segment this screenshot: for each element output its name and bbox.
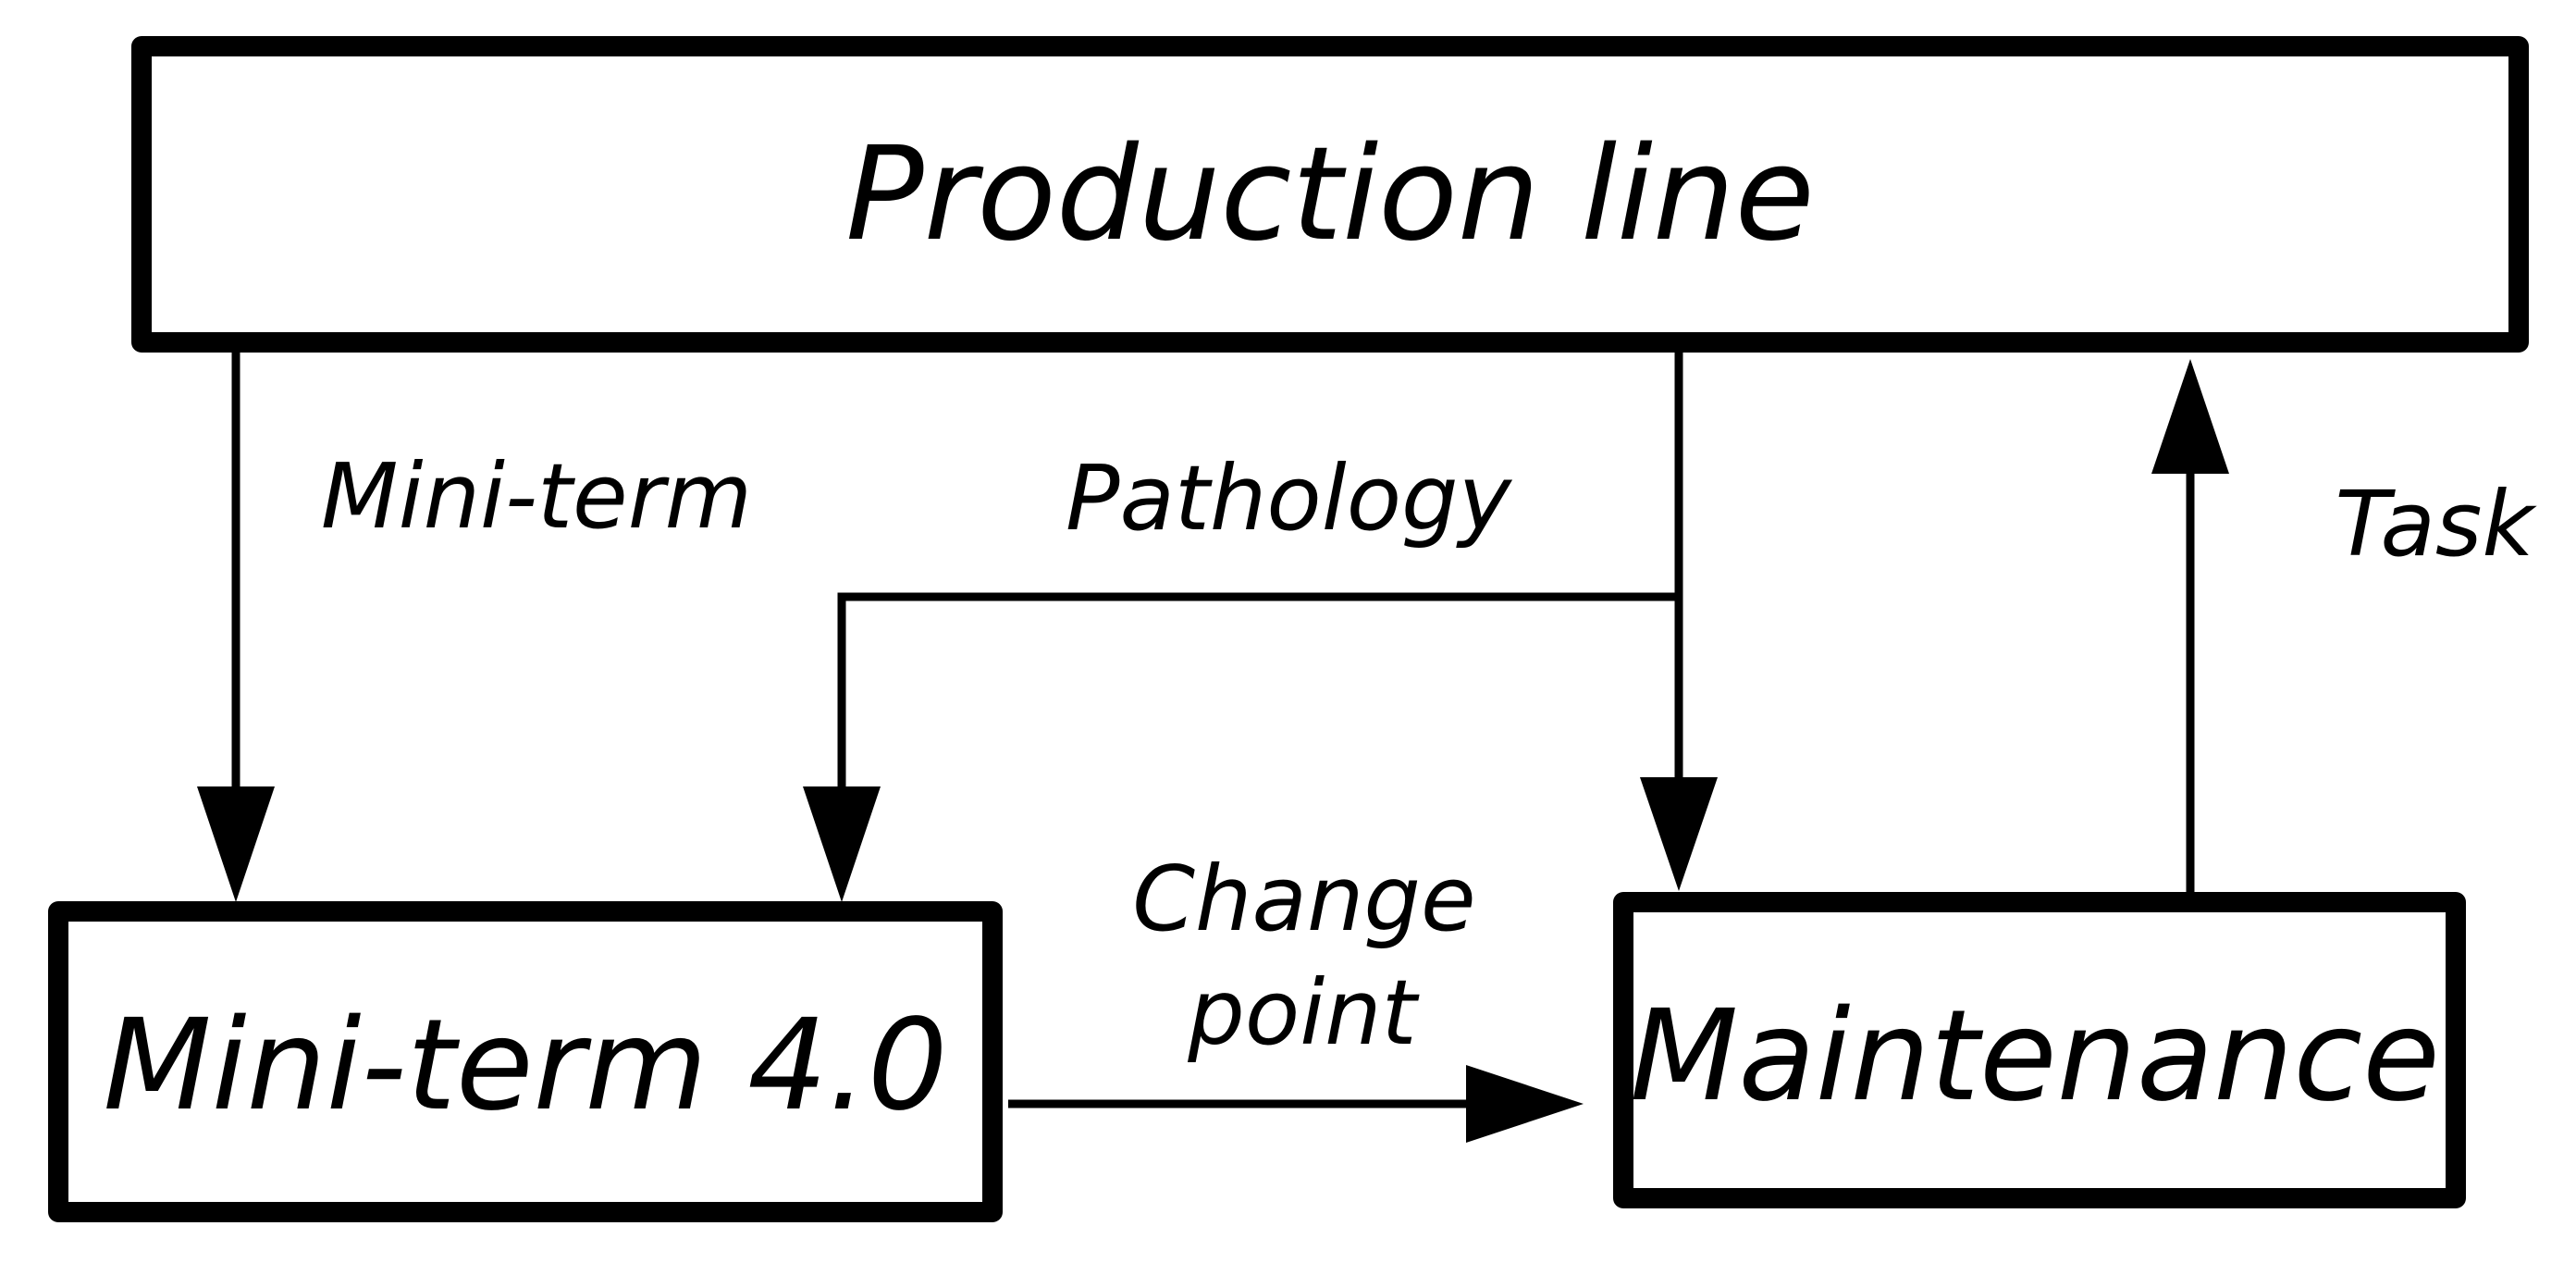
change-point-edge-label-line1: Change [1132,847,1475,951]
mini-term-box [48,901,1003,1222]
mini-term-edge-label: Mini-term [321,444,752,549]
pathology-edge-label: Pathology [1066,446,1513,551]
production-line-node: Production line [131,36,2529,353]
production-line-label: Production line [845,119,1815,270]
mini-term-arrowhead [197,786,275,902]
maintenance-box [1613,892,2466,1208]
maintenance-label: Maintenance [1630,984,2440,1130]
change-point-edge-label-line2: point [1187,960,1420,1065]
task-arrowhead [2151,359,2229,474]
pathology-mini-term-arrowhead [803,786,881,902]
pathology-maintenance-arrowhead [1640,777,1718,891]
pathology-branch-shaft [837,592,1679,796]
pathology-arrow [803,347,1718,902]
task-edge-label: Task [2335,472,2537,576]
mini-term-arrow [197,347,275,902]
maintenance-node: Maintenance [1613,892,2466,1208]
task-arrow [2151,359,2229,893]
change-point-arrow [1008,1065,1584,1143]
mini-term-node: Mini-term 4.0 [48,901,1003,1222]
production-line-box [131,36,2529,353]
change-point-arrowhead [1466,1065,1584,1143]
mini-term-label: Mini-term 4.0 [103,993,947,1139]
